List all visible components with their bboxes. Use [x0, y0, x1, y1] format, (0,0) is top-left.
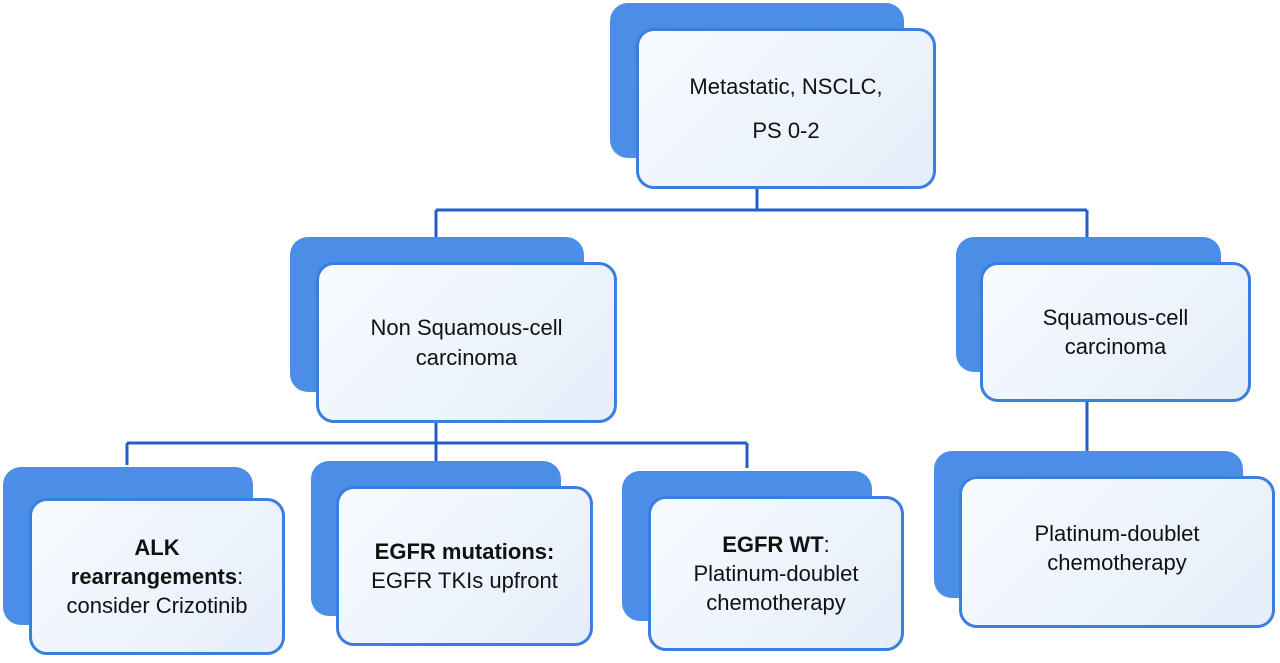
non-squamous-line-1: Non Squamous-cell — [370, 315, 563, 341]
egfr-wt-line-1: Platinum-doublet — [693, 560, 859, 586]
egfr-mut-recommendation: EGFR TKIs upfront — [371, 568, 558, 593]
node-card: Non Squamous-cell carcinoma — [316, 262, 617, 423]
node-egfr-wt: EGFR WT: Platinum-doublet chemotherapy — [622, 471, 904, 651]
egfr-wt-label: EGFR WT — [722, 531, 824, 557]
egfr-wt-colon: : — [823, 531, 830, 557]
root-line-1: Metastatic, NSCLC, — [689, 74, 883, 100]
node-egfr-mutations: EGFR mutations: EGFR TKIs upfront — [311, 461, 593, 646]
squamous-tx-line-2: chemotherapy — [1047, 550, 1187, 575]
node-card: Squamous-cell carcinoma — [980, 262, 1251, 402]
node-alk: ALK rearrangements: consider Crizotinib — [3, 467, 285, 655]
node-squamous: Squamous-cell carcinoma — [956, 237, 1251, 402]
node-squamous-treatment: Platinum-doublet chemotherapy — [934, 451, 1275, 628]
egfr-mut-label: EGFR mutations: — [374, 538, 555, 564]
root-line-2: PS 0-2 — [752, 117, 820, 143]
alk-recommendation: consider Crizotinib — [66, 593, 248, 619]
squamous-tx-line-1: Platinum-doublet — [1034, 520, 1200, 546]
egfr-wt-line-2: chemotherapy — [706, 590, 846, 616]
squamous-line-2: carcinoma — [1064, 334, 1167, 359]
node-card: ALK rearrangements: consider Crizotinib — [29, 498, 285, 655]
non-squamous-line-2: carcinoma — [415, 344, 518, 370]
node-non-squamous: Non Squamous-cell carcinoma — [290, 237, 617, 423]
node-card: EGFR mutations: EGFR TKIs upfront — [336, 486, 593, 646]
squamous-line-1: Squamous-cell — [1042, 304, 1189, 330]
alk-label-1: ALK — [134, 534, 180, 560]
node-root: Metastatic, NSCLC, PS 0-2 — [610, 3, 936, 189]
node-card: Platinum-doublet chemotherapy — [959, 476, 1275, 628]
alk-label-2: rearrangements — [70, 563, 238, 589]
alk-colon: : — [237, 563, 244, 589]
node-card: Metastatic, NSCLC, PS 0-2 — [636, 28, 936, 189]
node-card: EGFR WT: Platinum-doublet chemotherapy — [648, 496, 904, 651]
